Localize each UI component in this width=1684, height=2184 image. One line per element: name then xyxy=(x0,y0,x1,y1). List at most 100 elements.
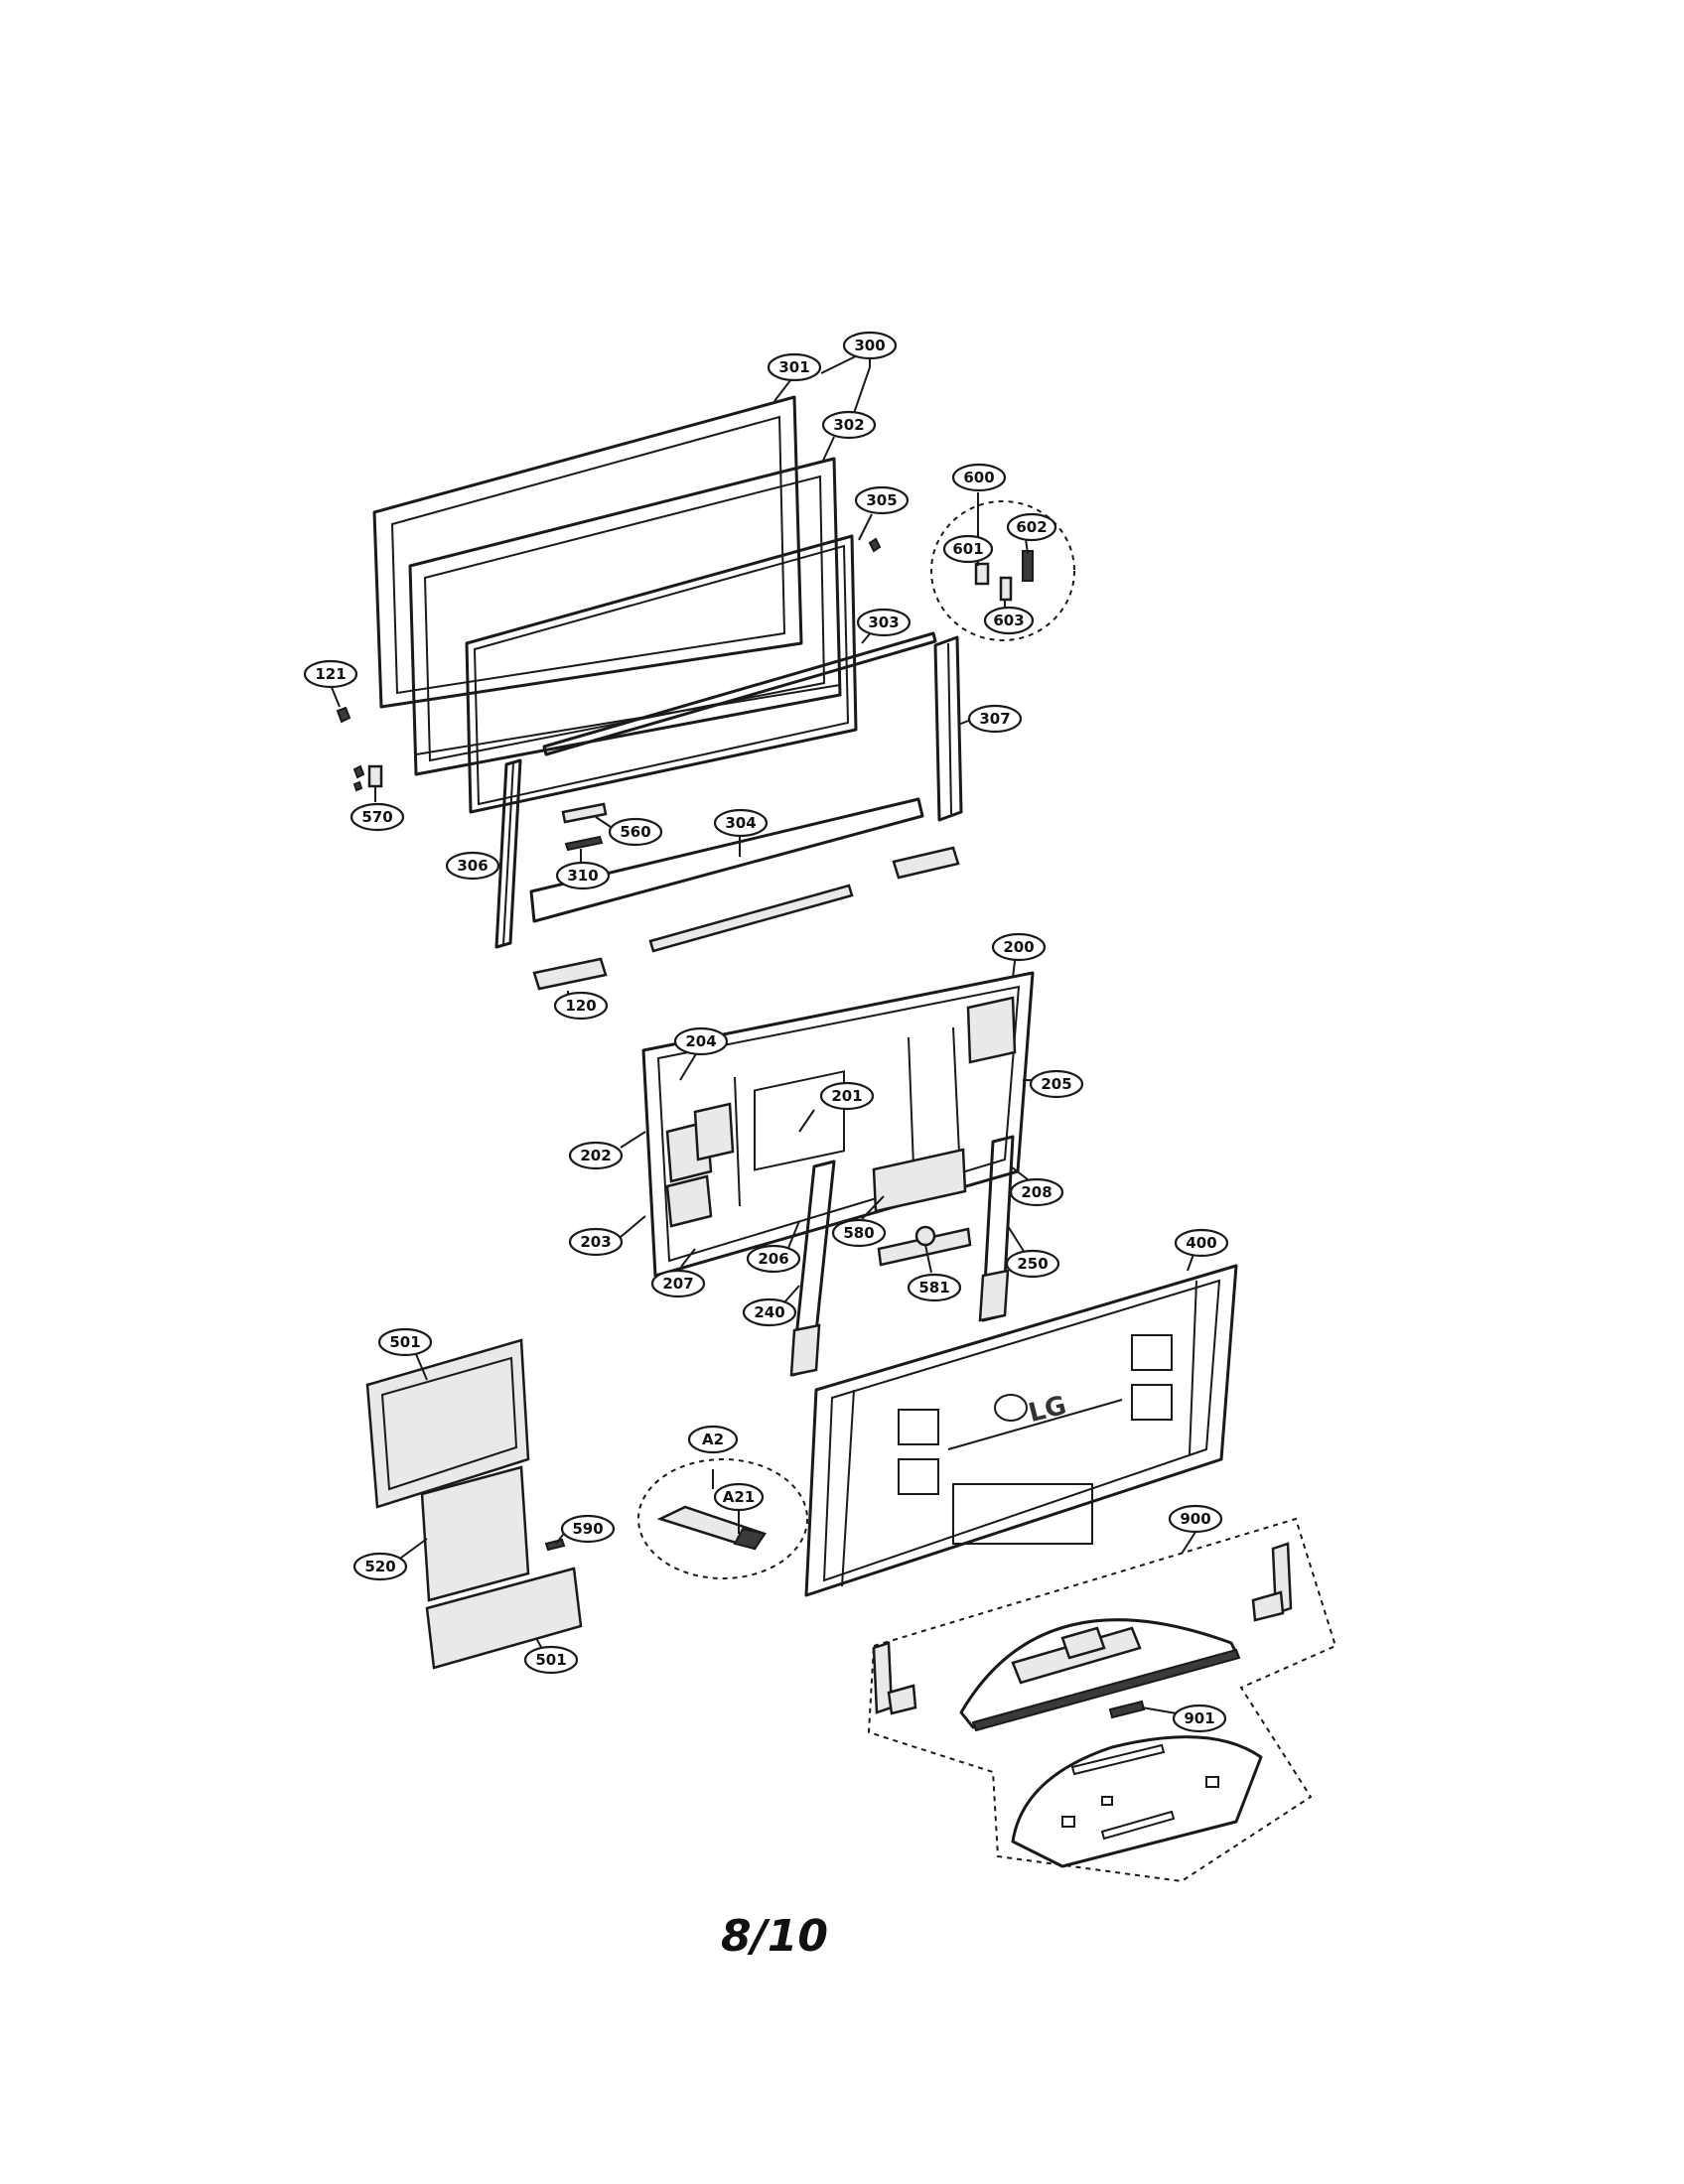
callout-303: 303 xyxy=(856,608,912,637)
svg-text:204: 204 xyxy=(685,1032,716,1050)
callout-201: 201 xyxy=(819,1081,875,1111)
callout-901: 901 xyxy=(1172,1704,1227,1733)
svg-text:206: 206 xyxy=(758,1250,788,1268)
svg-text:301: 301 xyxy=(778,358,809,376)
svg-text:302: 302 xyxy=(833,416,864,434)
callout-600: 600 xyxy=(951,463,1007,492)
side-bracket-307 xyxy=(933,635,963,822)
stand-bracket-250 xyxy=(978,1135,1015,1322)
board-501-bottom xyxy=(425,1567,583,1670)
stand-outline-900 xyxy=(867,1517,1337,1883)
callout-A21: A21 xyxy=(713,1482,765,1512)
part-901 xyxy=(1108,1700,1146,1719)
svg-text:201: 201 xyxy=(831,1087,862,1105)
svg-text:303: 303 xyxy=(868,614,899,631)
board-501-top xyxy=(365,1338,530,1509)
svg-text:900: 900 xyxy=(1180,1510,1210,1528)
svg-text:208: 208 xyxy=(1021,1183,1052,1201)
callout-207: 207 xyxy=(650,1269,706,1298)
callout-560: 560 xyxy=(608,817,663,847)
callout-302: 302 xyxy=(821,410,877,440)
svg-text:200: 200 xyxy=(1003,938,1034,956)
callout-305: 305 xyxy=(854,485,910,515)
svg-text:400: 400 xyxy=(1186,1234,1216,1252)
callout-206: 206 xyxy=(746,1244,801,1274)
callout-120: 120 xyxy=(553,991,609,1021)
svg-text:A21: A21 xyxy=(723,1488,755,1506)
callout-200: 200 xyxy=(991,932,1047,962)
svg-text:601: 601 xyxy=(952,540,983,558)
callout-603: 603 xyxy=(983,606,1035,635)
callout-301: 301 xyxy=(767,352,822,382)
power-board-580 xyxy=(872,1148,967,1213)
callout-304: 304 xyxy=(713,808,769,838)
callout-400: 400 xyxy=(1174,1228,1229,1258)
connector-310 xyxy=(564,835,604,852)
callout-570: 570 xyxy=(350,802,405,832)
callout-208: 208 xyxy=(1009,1177,1064,1207)
svg-text:901: 901 xyxy=(1184,1709,1214,1727)
callout-581: 581 xyxy=(907,1273,962,1302)
callout-300: 300 xyxy=(842,331,898,360)
callout-204: 204 xyxy=(673,1026,729,1056)
stand-bracket-240 xyxy=(789,1160,836,1377)
callout-590: 590 xyxy=(560,1514,616,1544)
svg-text:250: 250 xyxy=(1017,1255,1048,1273)
callout-580: 580 xyxy=(831,1218,887,1248)
callout-203: 203 xyxy=(568,1227,624,1257)
svg-text:202: 202 xyxy=(580,1147,611,1164)
page-number: 8/10 xyxy=(721,1911,828,1962)
svg-text:203: 203 xyxy=(580,1233,611,1251)
svg-text:560: 560 xyxy=(620,823,650,841)
part-590 xyxy=(544,1538,566,1552)
svg-text:581: 581 xyxy=(918,1279,949,1297)
callout-520: 520 xyxy=(352,1552,408,1581)
back-cover-400: LG xyxy=(804,1264,1238,1597)
gasket-strip-303 xyxy=(542,631,937,756)
stand-post-left xyxy=(872,1641,917,1715)
callout-602: 602 xyxy=(1006,512,1057,542)
front-cabinet-301 xyxy=(372,395,803,709)
board-560 xyxy=(561,802,608,824)
callout-250: 250 xyxy=(1005,1249,1060,1279)
callout-205: 205 xyxy=(1029,1069,1084,1099)
side-bracket-306 xyxy=(494,758,522,949)
callout-307: 307 xyxy=(967,704,1023,734)
speaker-right xyxy=(892,846,960,880)
speaker-120 xyxy=(532,957,608,991)
svg-text:570: 570 xyxy=(361,808,392,826)
svg-text:304: 304 xyxy=(725,814,756,832)
stand-bottom-plate xyxy=(1011,1735,1263,1868)
callout-202: 202 xyxy=(568,1141,624,1170)
svg-text:602: 602 xyxy=(1016,518,1047,536)
frame-302 xyxy=(408,457,842,776)
svg-text:310: 310 xyxy=(567,867,598,885)
glass-filter-305 xyxy=(465,534,882,814)
board-581 xyxy=(877,1225,972,1267)
svg-text:305: 305 xyxy=(866,491,897,509)
bottom-cover-304 xyxy=(529,797,924,953)
svg-text:207: 207 xyxy=(662,1275,693,1293)
callout-240: 240 xyxy=(742,1297,797,1327)
svg-text:501: 501 xyxy=(535,1651,566,1669)
callout-601: 601 xyxy=(942,534,994,564)
svg-text:590: 590 xyxy=(572,1520,603,1538)
svg-text:121: 121 xyxy=(315,665,346,683)
stand-base-900 xyxy=(959,1618,1241,1732)
callout-121: 121 xyxy=(303,659,358,689)
svg-text:A2: A2 xyxy=(702,1431,724,1448)
callout-306: 306 xyxy=(445,851,500,881)
detail-circle-A2 xyxy=(637,1458,808,1579)
callout-900: 900 xyxy=(1168,1504,1223,1534)
svg-text:307: 307 xyxy=(979,710,1010,728)
stand-post-right xyxy=(1251,1542,1293,1622)
svg-text:600: 600 xyxy=(963,469,994,486)
svg-text:603: 603 xyxy=(993,612,1024,629)
svg-text:306: 306 xyxy=(457,857,488,875)
lg-logo: LG xyxy=(1026,1391,1069,1429)
svg-text:120: 120 xyxy=(565,997,596,1015)
svg-text:520: 520 xyxy=(364,1558,395,1575)
screw-121 xyxy=(336,706,351,724)
svg-text:300: 300 xyxy=(854,337,885,354)
